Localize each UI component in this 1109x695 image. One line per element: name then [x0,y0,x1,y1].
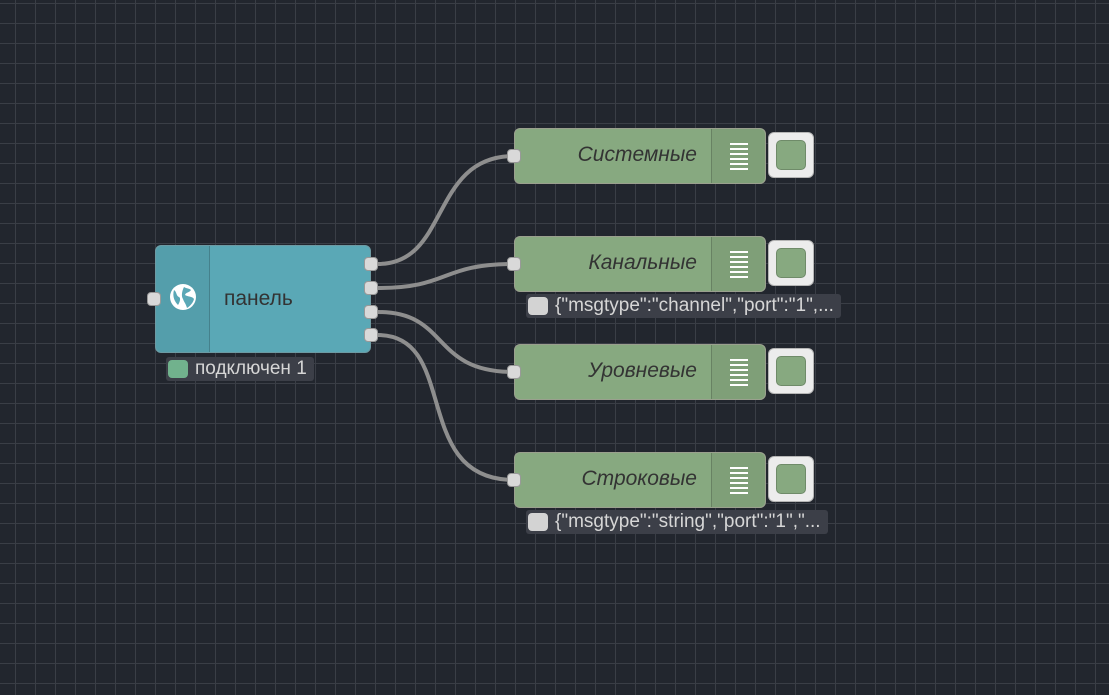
debug-node-sistemnye[interactable]: Системные [514,128,766,184]
debug-list-icon [711,237,765,291]
debug-list-icon [711,129,765,183]
debug-list-icon [711,345,765,399]
wire-output3-to-urovnevye[interactable] [376,310,516,374]
wire-output1-to-sistemnye[interactable] [376,154,516,266]
output-port-1[interactable] [364,257,378,271]
wire-output4-to-strokovye[interactable] [376,333,516,482]
node-label: Строковые [581,467,697,490]
status-text: подключен 1 [195,358,307,379]
websocket-in-node[interactable]: панель [155,245,371,353]
node-label: Канальные [588,251,697,274]
globe-icon [168,282,198,317]
input-port[interactable] [507,149,521,163]
status-dot-connected [168,360,188,378]
node-status: {"msgtype":"string","port":"1","... [526,510,828,534]
status-dot-idle [528,297,548,315]
wire-output2-to-kanalnye[interactable] [376,262,516,290]
node-label: Уровневые [588,359,697,382]
debug-node-kanalnye[interactable]: Канальные [514,236,766,292]
input-port[interactable] [507,473,521,487]
input-port[interactable] [507,257,521,271]
output-port-2[interactable] [364,281,378,295]
node-status: {"msgtype":"channel","port":"1",... [526,294,841,318]
debug-node-strokovye[interactable]: Строковые [514,452,766,508]
node-label: панель [224,287,293,310]
node-icon-area [156,246,210,352]
node-label: Системные [577,143,697,166]
status-text: {"msgtype":"channel","port":"1",... [555,295,834,316]
node-status: подключен 1 [166,357,314,381]
debug-node-urovnevye[interactable]: Уровневые [514,344,766,400]
debug-toggle-button[interactable] [768,348,814,394]
input-port[interactable] [507,365,521,379]
status-dot-idle [528,513,548,531]
input-port[interactable] [147,292,161,306]
output-port-3[interactable] [364,305,378,319]
debug-toggle-button[interactable] [768,456,814,502]
output-port-4[interactable] [364,328,378,342]
status-text: {"msgtype":"string","port":"1","... [555,511,821,532]
debug-toggle-button[interactable] [768,240,814,286]
debug-list-icon [711,453,765,507]
debug-toggle-button[interactable] [768,132,814,178]
